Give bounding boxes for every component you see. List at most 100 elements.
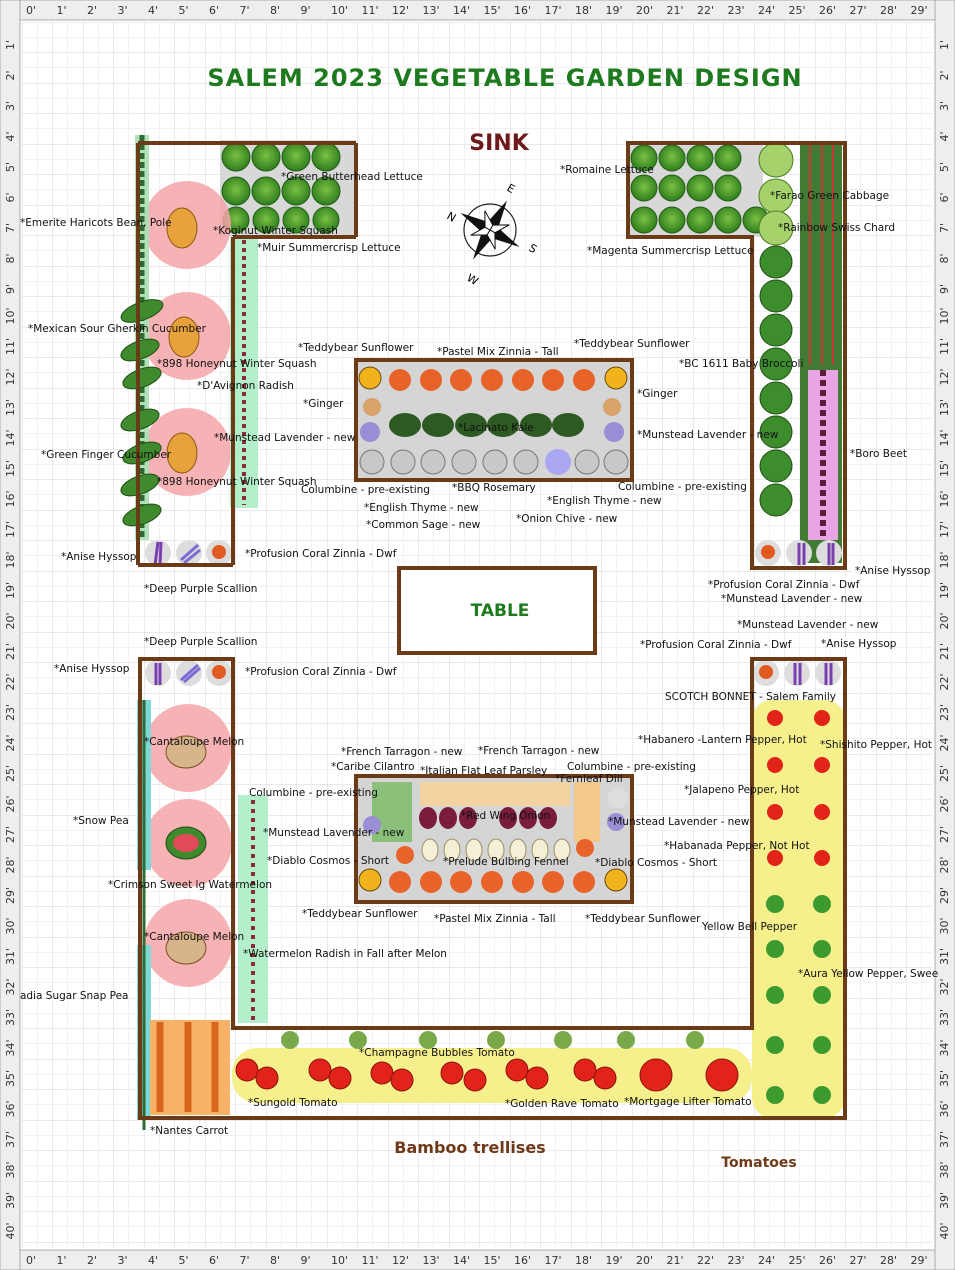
plant-label: *Shishito Pepper, Hot bbox=[820, 739, 932, 751]
ruler-bottom-mark: 20' bbox=[636, 1254, 653, 1267]
ruler-right-mark: 37' bbox=[938, 1131, 951, 1148]
plant-label: *Munstead Lavender - new bbox=[214, 432, 356, 444]
plant-label: *Anise Hyssop bbox=[54, 663, 130, 675]
ruler-left-mark: 36' bbox=[4, 1100, 17, 1117]
plant-label: adia Sugar Snap Pea bbox=[20, 990, 128, 1002]
plant-label: Columbine - pre-existing bbox=[249, 787, 378, 799]
plant-label: *Emerite Haricots Bean, Pole bbox=[20, 217, 172, 229]
ruler-bottom-mark: 22' bbox=[697, 1254, 714, 1267]
ruler-left-mark: 17' bbox=[4, 521, 17, 538]
ruler-top-mark: 10' bbox=[331, 4, 348, 17]
ruler-top-mark: 22' bbox=[697, 4, 714, 17]
ruler-top-mark: 26' bbox=[819, 4, 836, 17]
ruler-top-mark: 15' bbox=[484, 4, 501, 17]
ruler-right-mark: 21' bbox=[938, 643, 951, 660]
plant-label: *BC 1611 Baby Broccoli bbox=[679, 358, 803, 370]
ruler-top-mark: 19' bbox=[606, 4, 623, 17]
plant-label: *Profusion Coral Zinnia - Dwf bbox=[245, 548, 397, 560]
ruler-top-mark: 0' bbox=[26, 4, 36, 17]
ruler-bottom-mark: 15' bbox=[484, 1254, 501, 1267]
ruler-left-mark: 31' bbox=[4, 948, 17, 965]
plant-label: Yellow Bell Pepper bbox=[701, 921, 798, 933]
ruler-left-mark: 18' bbox=[4, 551, 17, 568]
plant-label: *Onion Chive - new bbox=[516, 513, 618, 525]
ruler-left-mark: 21' bbox=[4, 643, 17, 660]
plant-label: *Golden Rave Tomato bbox=[505, 1098, 619, 1110]
ruler-right-mark: 1' bbox=[938, 40, 951, 50]
ruler-right-mark: 7' bbox=[938, 223, 951, 233]
ruler-top-mark: 11' bbox=[362, 4, 379, 17]
bed-bottom bbox=[137, 657, 847, 1130]
ruler-left-mark: 10' bbox=[4, 307, 17, 324]
ruler-right-mark: 29' bbox=[938, 887, 951, 904]
footer-bamboo: Bamboo trellises bbox=[394, 1138, 545, 1157]
ruler-bottom-mark: 26' bbox=[819, 1254, 836, 1267]
ruler-bottom-mark: 12' bbox=[392, 1254, 409, 1267]
ruler-bottom-mark: 10' bbox=[331, 1254, 348, 1267]
ruler-left-mark: 2' bbox=[4, 70, 17, 80]
ruler-top-mark: 13' bbox=[423, 4, 440, 17]
ruler-left-mark: 3' bbox=[4, 101, 17, 111]
ruler-marks: 0'0'1'1'2'2'3'3'4'4'5'5'6'6'7'7'8'8'9'9'… bbox=[4, 4, 951, 1267]
ruler-right-mark: 36' bbox=[938, 1100, 951, 1117]
plant-label: *Pastel Mix Zinnia - Tall bbox=[434, 913, 556, 925]
plant-label: *Anise Hyssop bbox=[821, 638, 897, 650]
ruler-left-mark: 6' bbox=[4, 192, 17, 202]
plant-label: *Aura Yellow Pepper, Swee bbox=[798, 968, 938, 980]
bed-top-right bbox=[626, 141, 847, 570]
ruler-top-mark: 4' bbox=[148, 4, 158, 17]
plant-label: *English Thyme - new bbox=[364, 502, 479, 514]
plant-label: *Snow Pea bbox=[73, 815, 129, 827]
plant-label: *Anise Hyssop bbox=[61, 551, 137, 563]
table: TABLE bbox=[397, 566, 597, 655]
ruler-left-mark: 9' bbox=[4, 284, 17, 294]
ruler-left-mark: 26' bbox=[4, 795, 17, 812]
ruler-left-mark: 30' bbox=[4, 917, 17, 934]
ruler-right-mark: 31' bbox=[938, 948, 951, 965]
ruler-bottom-mark: 7' bbox=[240, 1254, 250, 1267]
plant-label: Columbine - pre-existing bbox=[618, 481, 747, 493]
sink-label: SINK bbox=[469, 131, 529, 156]
ruler-left-mark: 32' bbox=[4, 978, 17, 995]
ruler-left-mark: 4' bbox=[4, 131, 17, 141]
ruler-left-mark: 38' bbox=[4, 1161, 17, 1178]
ruler-top-mark: 16' bbox=[514, 4, 531, 17]
ruler-right-mark: 9' bbox=[938, 284, 951, 294]
plant-label: *French Tarragon - new bbox=[341, 746, 463, 758]
ruler-bottom-mark: 23' bbox=[728, 1254, 745, 1267]
bed-top-left bbox=[120, 135, 358, 567]
plant-label: *Jalapeno Pepper, Hot bbox=[684, 784, 799, 796]
plant-label: *Cantaloupe Melon bbox=[144, 931, 244, 943]
plant-label: *898 Honeynut Winter Squash bbox=[157, 358, 317, 370]
bed-center-bottom bbox=[354, 774, 634, 904]
plant-label: *BBQ Rosemary bbox=[452, 482, 536, 494]
plant-label: *Teddybear Sunflower bbox=[574, 338, 690, 350]
plant-label: *898 Honeynut Winter Squash bbox=[157, 476, 317, 488]
ruler-bottom-mark: 24' bbox=[758, 1254, 775, 1267]
ruler-bottom-mark: 11' bbox=[362, 1254, 379, 1267]
plant-label: *Fernleaf Dill bbox=[555, 773, 623, 785]
ruler-left-mark: 15' bbox=[4, 460, 17, 477]
plant-label: *Romaine Lettuce bbox=[560, 164, 654, 176]
plant-label: *Diablo Cosmos - Short bbox=[267, 855, 389, 867]
ruler-right-mark: 32' bbox=[938, 978, 951, 995]
plant-label: Columbine - pre-existing bbox=[567, 761, 696, 773]
ruler-left-mark: 23' bbox=[4, 704, 17, 721]
ruler-right-mark: 17' bbox=[938, 521, 951, 538]
ruler-top-mark: 3' bbox=[118, 4, 128, 17]
plant-label: *Crimson Sweet lg Watermelon bbox=[108, 879, 272, 891]
ruler-right-mark: 39' bbox=[938, 1192, 951, 1209]
ruler-left-mark: 29' bbox=[4, 887, 17, 904]
plant-label: *Diablo Cosmos - Short bbox=[595, 857, 717, 869]
plant-label: *Pastel Mix Zinnia - Tall bbox=[437, 346, 559, 358]
ruler-right-mark: 15' bbox=[938, 460, 951, 477]
ruler-left-mark: 11' bbox=[4, 338, 17, 355]
ruler-left-mark: 33' bbox=[4, 1009, 17, 1026]
ruler-top-mark: 12' bbox=[392, 4, 409, 17]
ruler-bottom-mark: 14' bbox=[453, 1254, 470, 1267]
ruler-left-mark: 35' bbox=[4, 1070, 17, 1087]
ruler-left-mark: 34' bbox=[4, 1039, 17, 1056]
ruler-left-mark: 7' bbox=[4, 223, 17, 233]
plant-label: *Anise Hyssop bbox=[855, 565, 931, 577]
plant-label: *Teddybear Sunflower bbox=[298, 342, 414, 354]
